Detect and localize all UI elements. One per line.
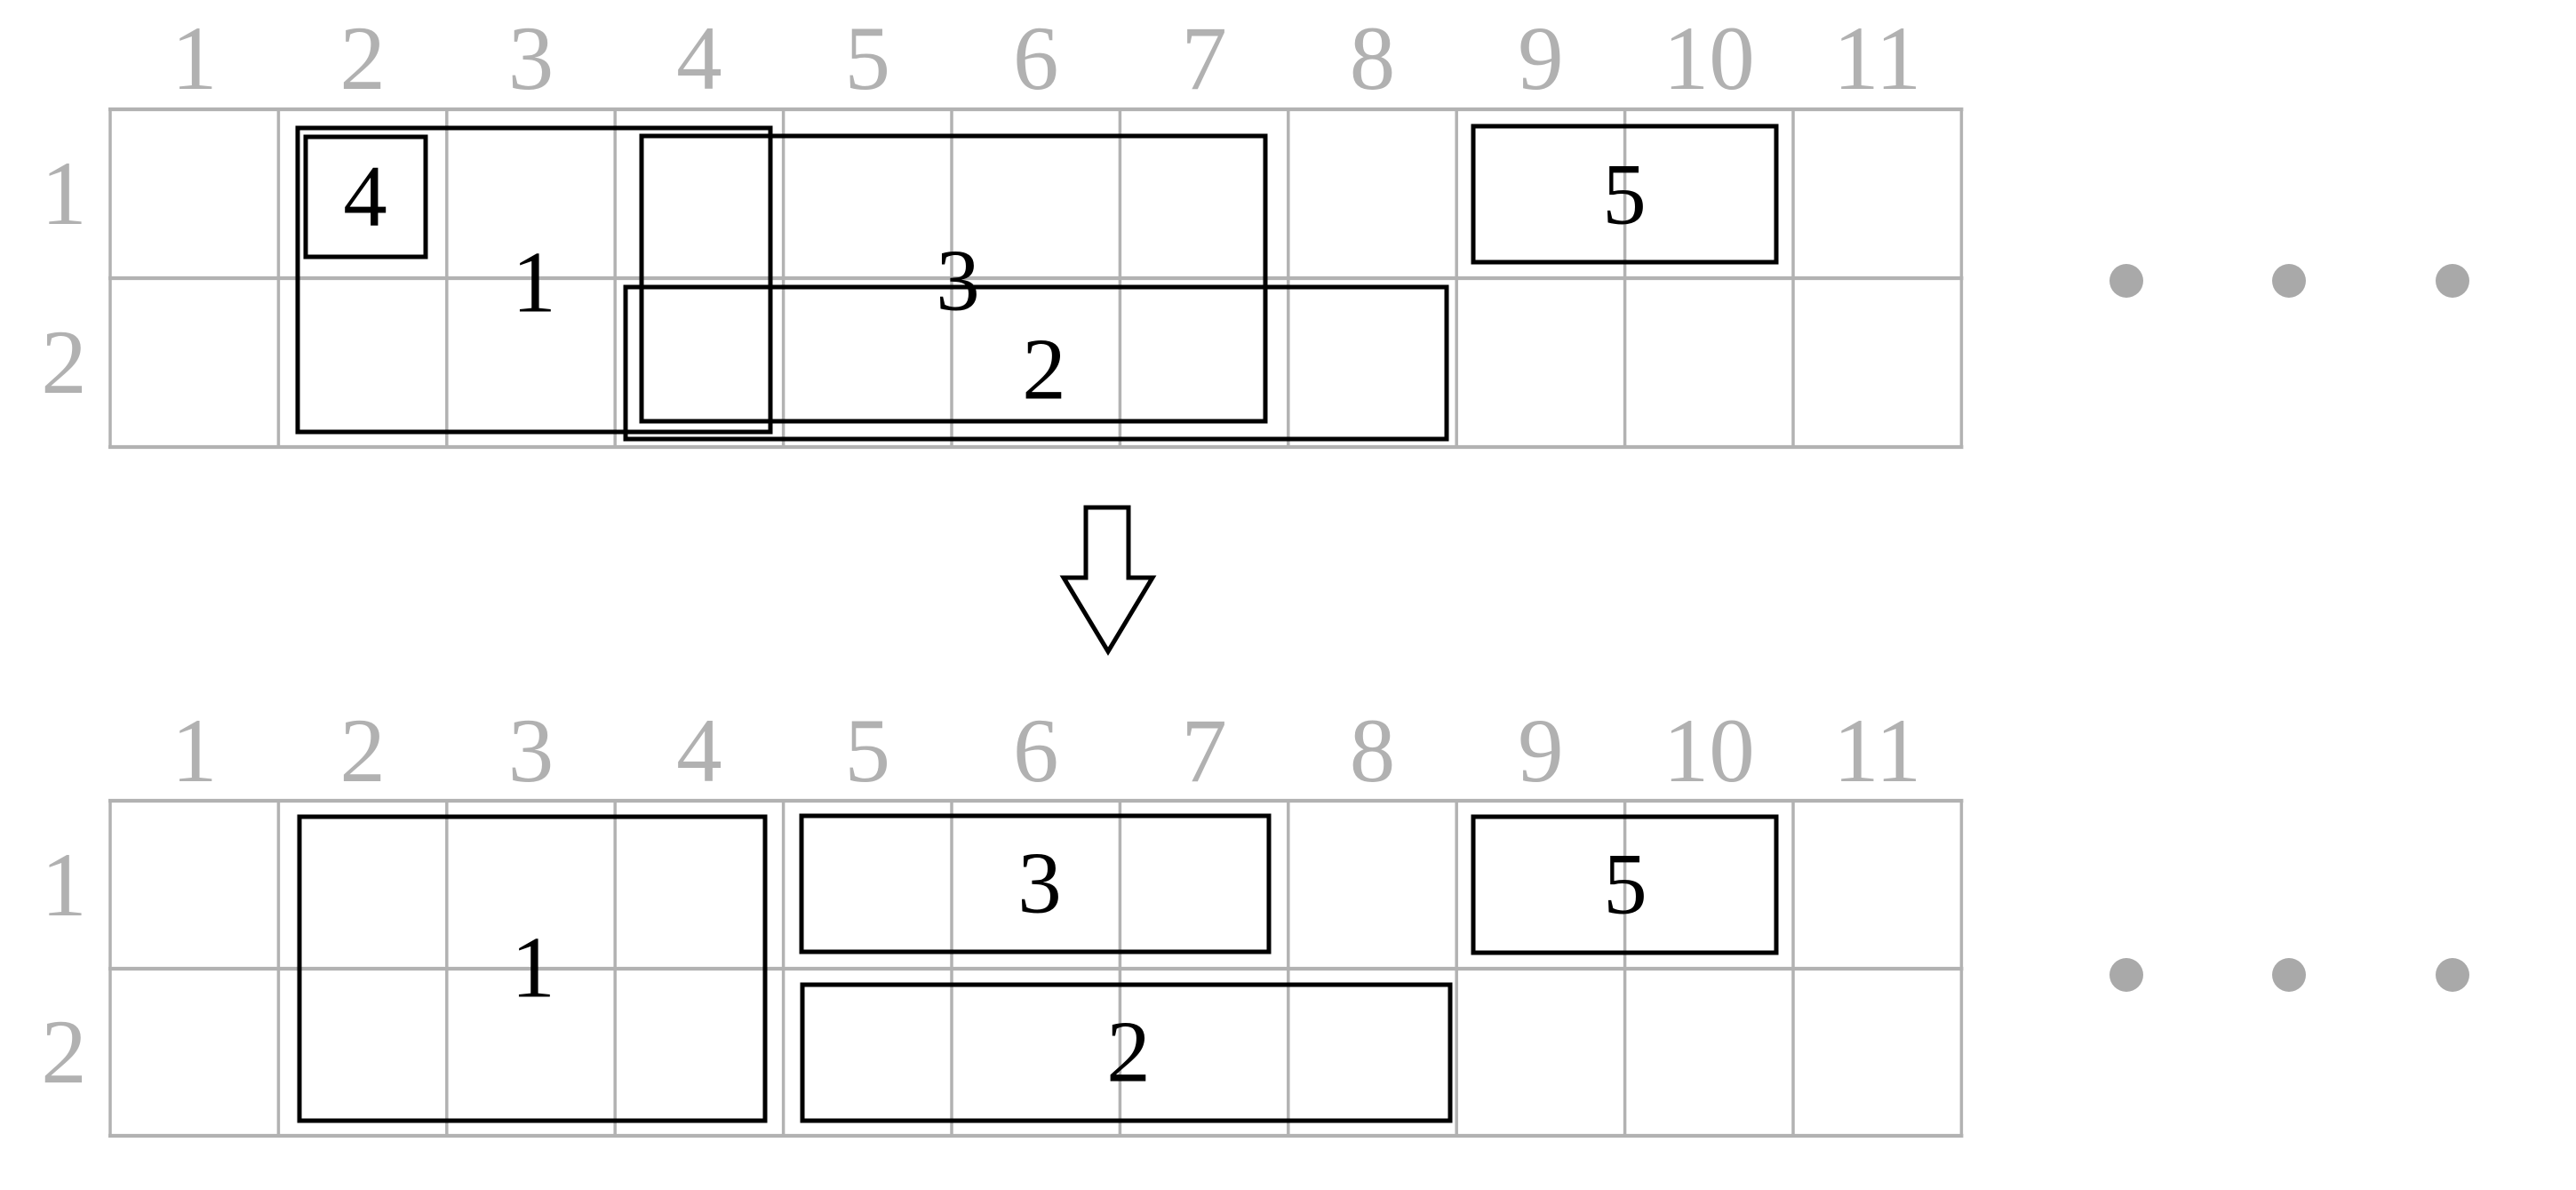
bottom-column-label: 5 (845, 700, 891, 802)
top-job-4-rect (303, 134, 428, 260)
bottom-column-label: 3 (508, 700, 554, 802)
bottom-ellipsis-dot (2109, 958, 2143, 992)
top-job-1-label: 1 (512, 235, 556, 331)
top-column-label: 10 (1663, 8, 1755, 109)
top-ellipsis-dots (2109, 264, 2469, 298)
top-ellipsis-dot (2436, 264, 2469, 298)
bottom-column-label: 1 (171, 700, 218, 802)
top-job-5-label: 5 (1602, 147, 1647, 244)
bottom-job-5-rect (1471, 814, 1779, 955)
top-grid (108, 107, 1964, 450)
arrow-down-icon (1059, 505, 1157, 656)
bottom-column-label: 8 (1350, 700, 1396, 802)
top-job-3-label: 3 (936, 233, 980, 330)
top-column-label: 3 (508, 8, 554, 109)
bottom-column-label: 9 (1518, 700, 1564, 802)
bottom-grid (108, 798, 1964, 1138)
bottom-row-labels: 12 (41, 835, 87, 1103)
bottom-row-label: 2 (41, 1002, 87, 1103)
bottom-column-label: 7 (1181, 700, 1227, 802)
top-row-labels: 12 (41, 143, 87, 413)
bottom-ellipsis-dot (2272, 958, 2306, 992)
bottom-column-labels: 1 2 3 4 5 6 7 8 9 10 11 (171, 700, 1921, 802)
top-column-label: 6 (1013, 8, 1059, 109)
top-job-4-label: 4 (343, 148, 387, 245)
top-column-label: 1 (171, 8, 218, 109)
arrow-down-shape (1059, 505, 1157, 656)
bottom-jobs: 1 32 5 (297, 813, 1779, 1123)
top-column-label: 5 (845, 8, 891, 109)
top-column-labels: 1 2 3 4 5 6 7 8 9 10 11 (171, 8, 1921, 109)
top-ellipsis-dot (2109, 264, 2143, 298)
top-column-label: 8 (1350, 8, 1396, 109)
top-column-label: 9 (1518, 8, 1564, 109)
top-ellipsis-dot (2272, 264, 2306, 298)
bottom-ellipsis-dot (2436, 958, 2469, 992)
bottom-ellipsis-dots (2109, 958, 2469, 992)
top-row-label: 1 (41, 143, 87, 244)
top-jobs: 1 4 32 5 (295, 124, 1779, 442)
top-column-label: 11 (1833, 8, 1921, 109)
bottom-row-label: 1 (41, 835, 87, 936)
bottom-column-label: 10 (1663, 700, 1755, 802)
bottom-job-3-rect (799, 813, 1272, 954)
bottom-column-label: 11 (1833, 700, 1921, 802)
bottom-column-label: 2 (339, 700, 386, 802)
bottom-job-1-rect (297, 814, 768, 1123)
bottom-job-3-label: 3 (1017, 835, 1062, 932)
bottom-column-label: 6 (1013, 700, 1059, 802)
top-job-1-rect (295, 125, 773, 435)
top-job-5-rect (1471, 124, 1779, 265)
top-job-2-label: 2 (1022, 322, 1066, 419)
bottom-job-2-rect (800, 982, 1453, 1123)
top-job-3-rect (639, 133, 1268, 424)
bottom-job-2-label: 2 (1106, 1004, 1151, 1101)
top-job-2-rect (623, 284, 1449, 442)
top-column-label: 2 (339, 8, 386, 109)
top-column-label: 7 (1181, 8, 1227, 109)
bottom-job-5-label: 5 (1603, 836, 1647, 933)
top-column-label: 4 (676, 8, 722, 109)
bottom-job-1-label: 1 (511, 920, 555, 1017)
bottom-column-label: 4 (676, 700, 722, 802)
top-row-label: 2 (41, 312, 87, 413)
